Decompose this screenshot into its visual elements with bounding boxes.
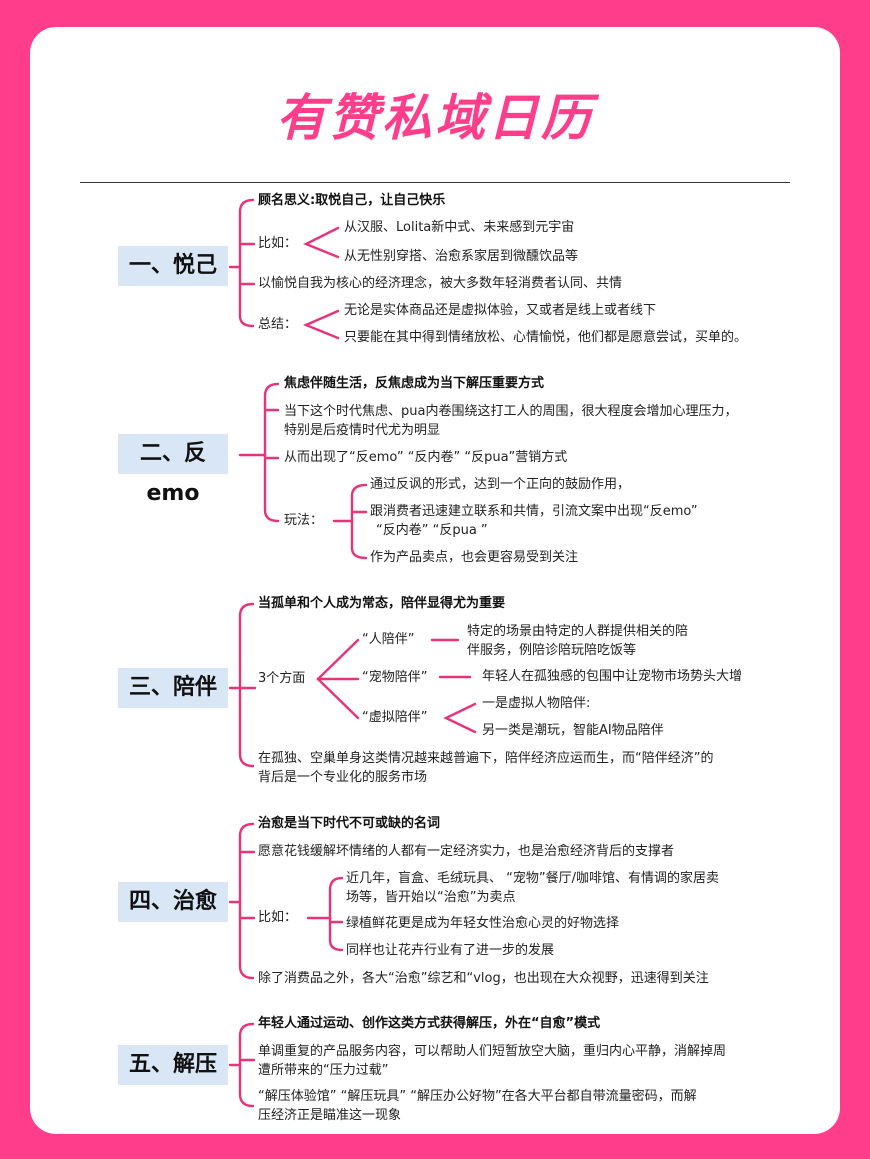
node-text: 当下这个时代焦虑、pua内卷围绕这打工人的周围，很大程度会增加心理压力， — [284, 404, 738, 419]
node-text: 年轻人通过运动、创作这类方式获得解压，外在“自愈”模式 — [258, 1016, 601, 1031]
node-text: 压经济正是瞄准这一现象 — [258, 1108, 402, 1123]
title-divider — [80, 182, 790, 183]
page-title: 有赞私域日历 — [276, 89, 594, 147]
node-text: 从而出现了“反emo” “反内卷” “反pua”营销方式 — [284, 450, 568, 465]
node-text: 顾名思义:取悦自己，让自己快乐 — [258, 193, 446, 208]
node-text: 除了消费品之外，各大“治愈”综艺和“vlog，也出现在大众视野，迅速得到关注 — [258, 971, 709, 986]
node-text: 3个方面 — [258, 671, 306, 686]
node-text: 特别是后疫情时代尤为明显 — [284, 423, 441, 438]
node-text: 总结： — [258, 317, 298, 332]
node-text: 作为产品卖点，也会更容易受到关注 — [370, 550, 579, 565]
node-text: “反内卷” “反pua ” — [376, 523, 488, 538]
node-text: “宠物陪伴” — [362, 670, 428, 685]
section-heading-yueji: 一、悦己 — [118, 246, 228, 286]
node-text: 遭所带来的“压力过载” — [258, 1063, 389, 1078]
node-text: 通过反讽的形式，达到一个正向的鼓励作用， — [370, 477, 631, 492]
node-text: 近几年，盲盒、毛绒玩具、 “宠物”餐厅/咖啡馆、有情调的家居卖 — [346, 871, 719, 886]
node-text: 在孤独、空巢单身这类情况越来越普遍下，陪伴经济应运而生，而“陪伴经济”的 — [258, 751, 714, 766]
section-heading-peiban: 三、陪伴 — [118, 668, 228, 708]
node-text: “人陪伴” — [362, 632, 415, 647]
node-text: 跟消费者迅速建立联系和共情，引流文案中出现“反emo” — [370, 504, 698, 519]
section-heading-zhiyu: 四、治愈 — [118, 882, 228, 922]
node-text: 背后是一个专业化的服务市场 — [258, 770, 428, 785]
node-text: 同样也让花卉行业有了进一步的发展 — [346, 943, 555, 958]
node-text: 治愈是当下时代不可或缺的名词 — [258, 816, 441, 831]
node-text: 比如： — [258, 236, 298, 251]
content-card — [30, 27, 840, 1134]
node-text: 特定的场景由特定的人群提供相关的陪 — [467, 624, 689, 639]
node-text: 另一类是潮玩，智能AI物品陪伴 — [482, 723, 664, 738]
node-text: 当孤单和个人成为常态，陪伴显得尤为重要 — [258, 596, 506, 611]
node-text: “虚拟陪伴” — [362, 710, 428, 725]
section-heading-jieya: 五、解压 — [118, 1045, 228, 1085]
node-text: 愿意花钱缓解坏情绪的人都有一定经济实力，也是治愈经济背后的支撑者 — [258, 844, 675, 859]
node-text: 伴服务，例陪诊陪玩陪吃饭等 — [467, 643, 637, 658]
node-text: 玩法： — [284, 513, 324, 528]
section-heading-fanemo: 二、反emo — [118, 434, 228, 506]
node-text: 年轻人在孤独感的包围中让宠物市场势头大增 — [482, 669, 743, 684]
node-text: 绿植鲜花更是成为年轻女性治愈心灵的好物选择 — [346, 916, 620, 931]
node-text: “解压体验馆” “解压玩具” “解压办公好物”在各大平台都自带流量密码，而解 — [258, 1089, 697, 1104]
node-text: 一是虚拟人物陪伴: — [482, 696, 591, 711]
node-text: 比如： — [258, 910, 298, 925]
node-text: 单调重复的产品服务内容，可以帮助人们短暂放空大脑，重归内心平静，消解掉周 — [258, 1044, 727, 1059]
node-text: 焦虑伴随生活，反焦虑成为当下解压重要方式 — [284, 376, 545, 391]
node-text: 从汉服、Lolita新中式、未来感到元宇宙 — [344, 220, 575, 235]
node-text: 场等，皆开始以“治愈”为卖点 — [346, 890, 516, 905]
node-text: 无论是实体商品还是虚拟体验，又或者是线上或者线下 — [344, 303, 657, 318]
node-text: 以愉悦自我为核心的经济理念，被大多数年轻消费者认同、共情 — [258, 276, 623, 291]
node-text: 只要能在其中得到情绪放松、心情愉悦，他们都是愿意尝试，买单的。 — [344, 330, 748, 345]
node-text: 从无性别穿搭、治愈系家居到微醺饮品等 — [344, 249, 579, 264]
